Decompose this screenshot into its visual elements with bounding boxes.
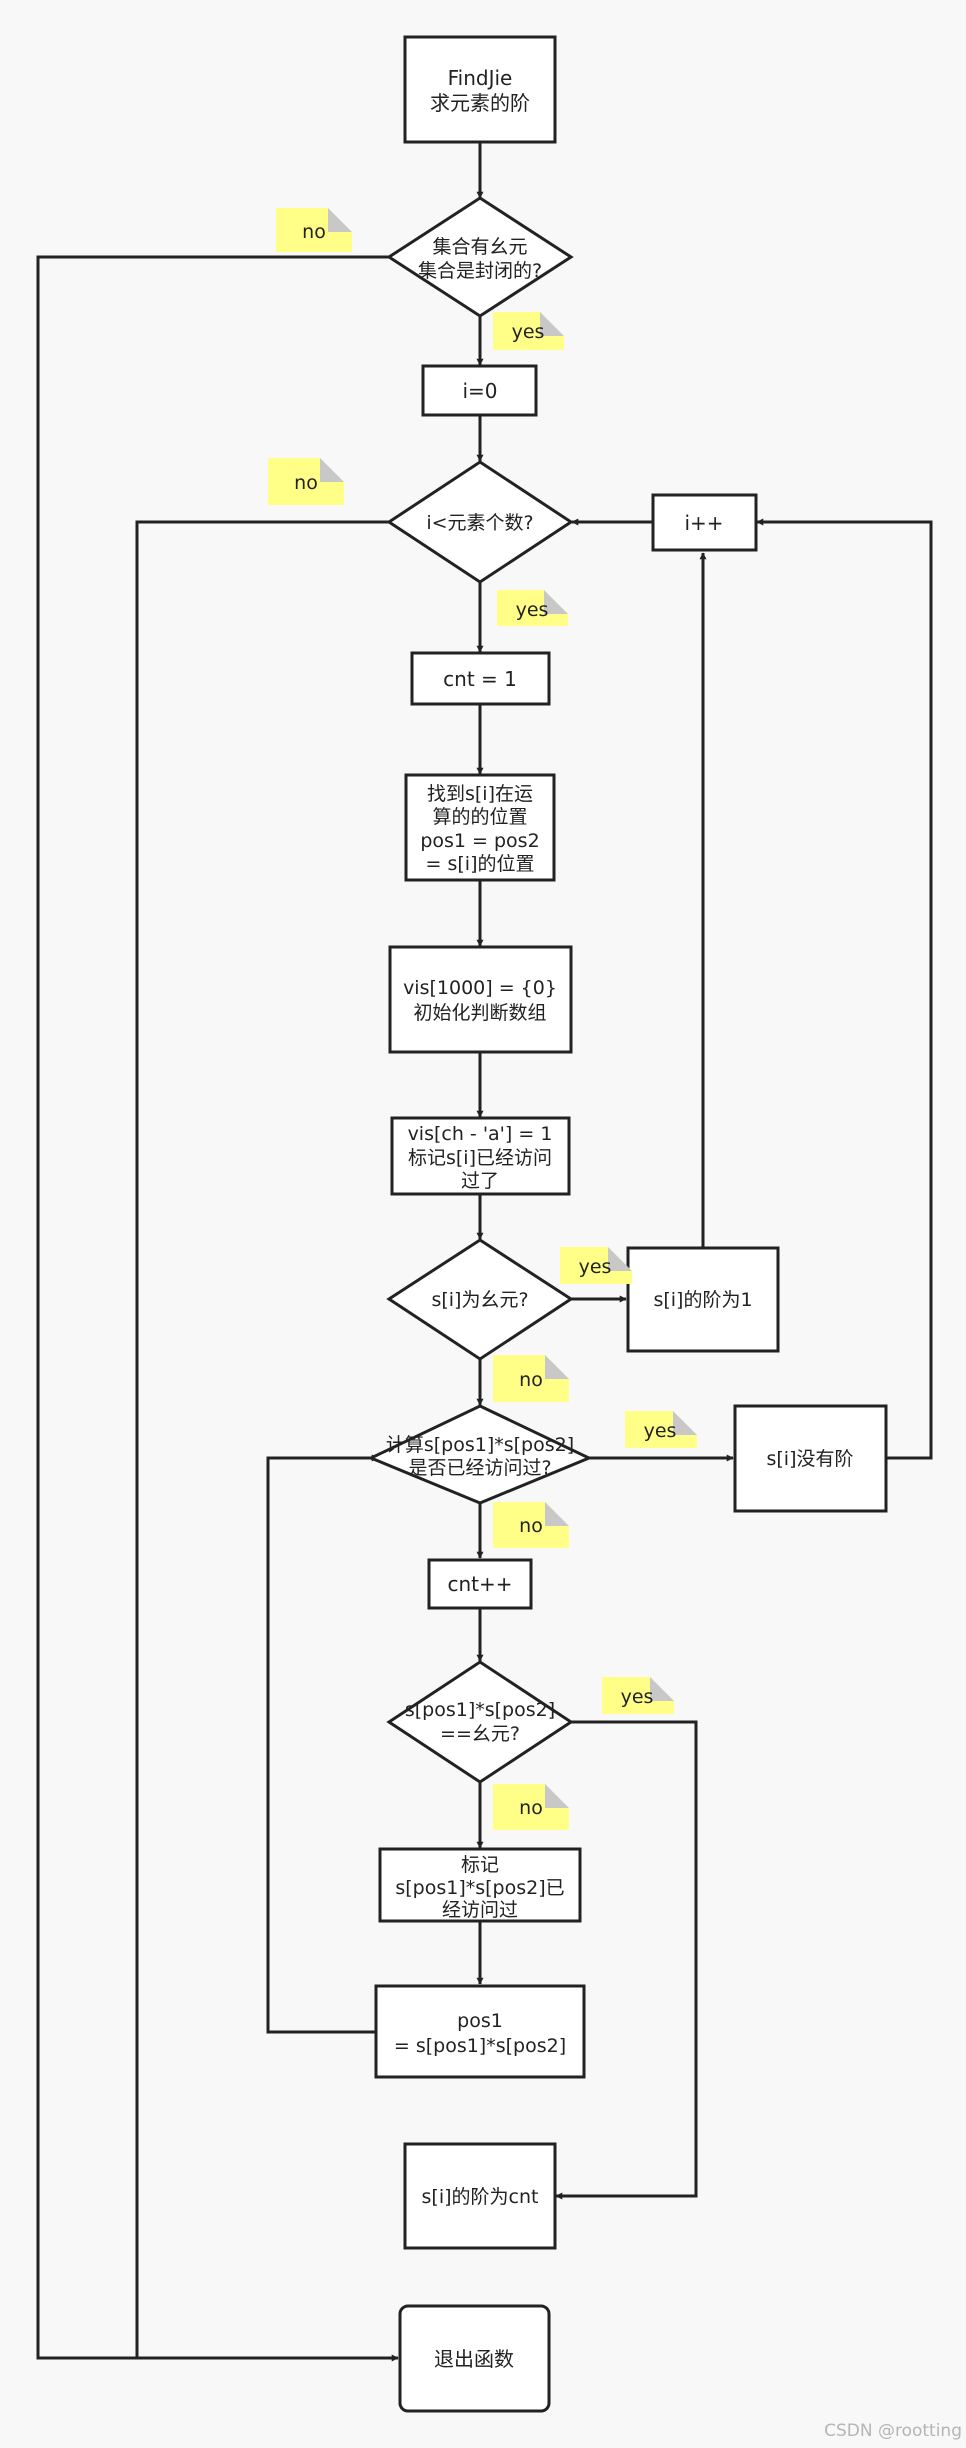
note-loop-check-yes-label: yes	[516, 599, 549, 621]
node-closed-check: 集合有幺元 集合是封闭的?	[386, 196, 574, 318]
note-closed-check-no: no	[276, 208, 352, 252]
note-visited-check-yes-label: yes	[644, 1420, 677, 1442]
note-closed-check-yes-label: yes	[512, 321, 545, 343]
edge-eq-identity-yes-to-order-cnt	[555, 1720, 698, 2200]
node-vis-init-line-1: vis[1000] = {0}	[403, 977, 557, 999]
edge-update-pos-loop-back	[266, 1454, 379, 2034]
node-find-pos-line-2: 算的的位置	[432, 806, 527, 828]
node-eq-identity-line-2: ==幺元?	[440, 1723, 520, 1745]
edge-closed-check-no-to-exit	[36, 255, 399, 2362]
watermark: CSDN @rootting	[824, 2421, 962, 2441]
note-loop-check-no-label: no	[294, 472, 318, 494]
node-mark-prod-line-3: 经访问过	[442, 1899, 518, 1921]
node-order-one-line-1: s[i]的阶为1	[653, 1289, 752, 1311]
node-order-cnt-line-1: s[i]的阶为cnt	[422, 2186, 539, 2208]
note-eq-identity-yes: yes	[602, 1677, 674, 1714]
node-start-line-1: FindJie	[448, 66, 513, 90]
node-cnt-inc: cnt++	[427, 1558, 533, 1610]
node-no-order-line-1: s[i]没有阶	[766, 1448, 853, 1470]
edge-no-order-to-inc-i	[756, 518, 933, 1460]
node-visited-check: 计算s[pos1]*s[pos2] 是否已经访问过?	[367, 1404, 593, 1505]
node-inc-i-line-1: i++	[684, 511, 723, 535]
node-mark-prod-line-2: s[pos1]*s[pos2]已	[395, 1877, 564, 1899]
node-eq-identity: s[pos1]*s[pos2] ==幺元?	[386, 1660, 574, 1784]
node-find-pos-line-1: 找到s[i]在运	[427, 783, 533, 805]
node-start: FindJie 求元素的阶	[403, 35, 557, 144]
note-eq-identity-yes-label: yes	[621, 1686, 654, 1708]
node-vis-init-line-2: 初始化判断数组	[413, 1002, 546, 1024]
note-eq-identity-no: no	[493, 1784, 569, 1830]
node-loop-check: i<元素个数?	[386, 460, 574, 584]
node-is-identity: s[i]为幺元?	[386, 1238, 574, 1361]
note-loop-check-yes: yes	[497, 590, 568, 626]
node-mark-vis-line-2: 标记s[i]已经访问	[408, 1147, 552, 1169]
node-mark-vis: vis[ch - 'a'] = 1 标记s[i]已经访问 过了	[390, 1116, 571, 1196]
node-order-cnt: s[i]的阶为cnt	[403, 2142, 557, 2250]
node-start-line-2: 求元素的阶	[430, 91, 530, 115]
note-is-identity-no: no	[493, 1355, 569, 1402]
edge-loop-check-no-to-exit	[135, 520, 389, 2358]
node-order-one: s[i]的阶为1	[626, 1246, 780, 1353]
node-closed-check-line-1: 集合有幺元	[432, 236, 527, 258]
note-closed-check-yes: yes	[493, 312, 564, 350]
node-init-i: i=0	[421, 364, 538, 417]
node-update-pos-line-1: pos1	[457, 2010, 503, 2032]
node-update-pos-line-2: = s[pos1]*s[pos2]	[394, 2035, 566, 2057]
node-eq-identity-line-1: s[pos1]*s[pos2]	[405, 1699, 555, 1721]
edges	[36, 142, 933, 2362]
node-find-pos-line-4: = s[i]的位置	[426, 853, 535, 875]
node-find-pos: 找到s[i]在运 算的的位置 pos1 = pos2 = s[i]的位置	[404, 773, 556, 882]
node-exit: 退出函数	[398, 2304, 551, 2413]
node-vis-init: vis[1000] = {0} 初始化判断数组	[388, 945, 573, 1054]
note-closed-check-no-label: no	[302, 221, 326, 243]
node-visited-check-line-1: 计算s[pos1]*s[pos2]	[386, 1434, 574, 1456]
note-is-identity-no-label: no	[519, 1369, 543, 1391]
note-loop-check-no: no	[268, 458, 344, 505]
node-mark-prod: 标记 s[pos1]*s[pos2]已 经访问过	[378, 1847, 582, 1923]
note-visited-check-no: no	[493, 1502, 569, 1548]
note-visited-check-no-label: no	[519, 1515, 543, 1537]
node-is-identity-line-1: s[i]为幺元?	[431, 1289, 528, 1311]
note-is-identity-yes: yes	[560, 1247, 632, 1284]
node-loop-check-line-1: i<元素个数?	[426, 512, 533, 534]
node-no-order: s[i]没有阶	[733, 1404, 888, 1513]
node-exit-line-1: 退出函数	[434, 2347, 514, 2371]
node-inc-i: i++	[651, 493, 758, 552]
node-visited-check-line-2: 是否已经访问过?	[408, 1457, 551, 1479]
node-closed-check-line-2: 集合是封闭的?	[418, 260, 542, 282]
node-cnt-inc-line-1: cnt++	[447, 1572, 512, 1596]
node-cnt-init-line-1: cnt = 1	[443, 667, 517, 691]
node-mark-vis-line-3: 过了	[461, 1170, 499, 1192]
node-cnt-init: cnt = 1	[410, 651, 551, 706]
node-update-pos: pos1 = s[pos1]*s[pos2]	[374, 1984, 586, 2079]
node-init-i-line-1: i=0	[462, 379, 497, 403]
note-is-identity-yes-label: yes	[579, 1256, 612, 1278]
node-mark-vis-line-1: vis[ch - 'a'] = 1	[408, 1123, 553, 1145]
note-eq-identity-no-label: no	[519, 1797, 543, 1819]
note-visited-check-yes: yes	[625, 1411, 697, 1448]
node-find-pos-line-3: pos1 = pos2	[420, 830, 539, 852]
node-mark-prod-line-1: 标记	[461, 1854, 499, 1876]
